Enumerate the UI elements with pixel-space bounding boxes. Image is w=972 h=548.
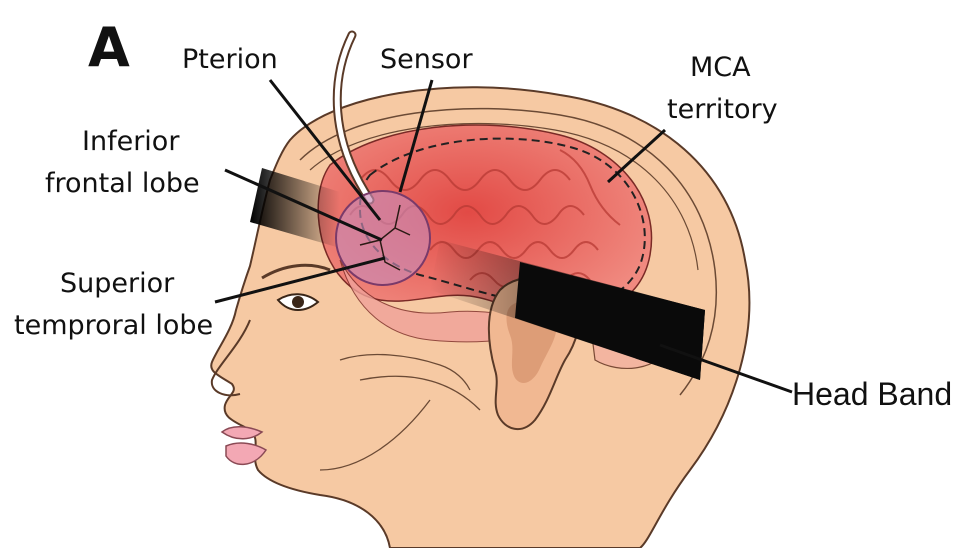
label-inferior-line2: frontal lobe — [45, 168, 200, 199]
label-superior-line1: Superior — [60, 268, 175, 299]
label-head-band: Head Band — [792, 376, 952, 412]
panel-letter: A — [88, 16, 130, 79]
label-superior-line2: temproral lobe — [14, 310, 213, 341]
label-pterion: Pterion — [182, 44, 278, 75]
label-inferior-line1: Inferior — [82, 126, 180, 157]
label-mca-line1: MCA — [690, 52, 751, 83]
pupil — [292, 296, 304, 308]
label-mca-line2: territory — [667, 94, 778, 125]
label-sensor: Sensor — [380, 44, 473, 75]
